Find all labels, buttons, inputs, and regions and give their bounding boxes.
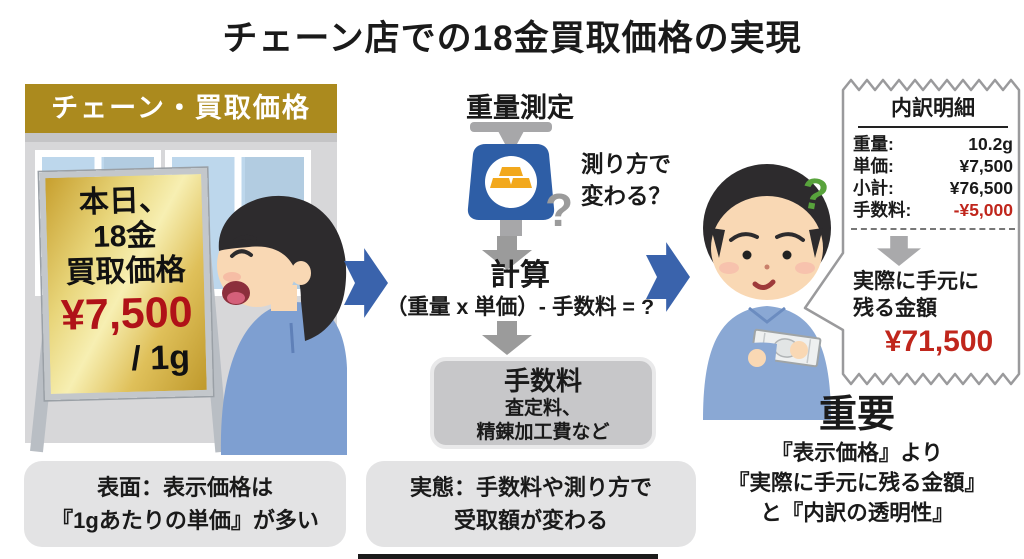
receipt-row-value: 10.2g <box>968 134 1013 154</box>
sign-line1: 本日、 <box>78 183 170 220</box>
calculation-step-title: 計算 <box>490 259 550 292</box>
measure-question-mark: ? <box>545 184 574 236</box>
net-amount-label-line1: 実際に手元に <box>853 270 979 293</box>
net-amount-value: ¥71,500 <box>884 325 994 358</box>
surface-note-line1: 表面：表示価格は <box>96 475 273 500</box>
receipt-title: 内訳明細 <box>858 92 1008 128</box>
receipt-detail: 内訳明細 重量: 10.2g 単価: ¥7,500 小計: ¥76,500 手数… <box>845 80 1021 359</box>
measure-note: 測り方で 変わる？ <box>581 149 671 213</box>
arrow-right-icon <box>646 242 690 312</box>
fee-box-line1: 査定料、 <box>504 398 581 419</box>
measure-note-line2: 変わる？ <box>581 184 672 209</box>
important-line2: 『実際に手元に残る金額』 <box>727 471 986 495</box>
receipt-row-weight: 重量: 10.2g <box>845 133 1021 155</box>
sign-unit: / 1g <box>130 338 191 378</box>
important-line3: と『内訳の透明性』 <box>760 501 954 525</box>
calculation-formula: （重量 x 単価）- 手数料 = ? <box>385 295 655 319</box>
fee-box-title: 手数料 <box>503 366 582 396</box>
reality-note-box: 実態：手数料や測り方で 受取額が変わる <box>366 461 696 547</box>
gold-price-signboard: 本日、 18金 買取価格 ¥7,500 / 1g <box>39 167 213 401</box>
weighing-step-title: 重量測定 <box>466 93 574 123</box>
sign-line2: 18金 <box>92 219 157 254</box>
receipt-row-subtotal: 小計: ¥76,500 <box>845 177 1021 199</box>
bottom-crop-bar <box>358 554 658 559</box>
scale-icon <box>467 122 555 236</box>
customer-worried-illustration <box>703 164 831 420</box>
store-banner: チェーン・買取価格 <box>25 84 337 133</box>
customer-smiling-illustration <box>217 195 347 455</box>
surface-note-line2: 『1gあたりの単価』が多い <box>51 508 319 533</box>
store-eave <box>25 133 337 142</box>
arrow-right-icon <box>344 248 388 318</box>
receipt-row-label: 重量: <box>853 134 894 154</box>
net-amount-label-line2: 残る金額 <box>853 297 937 320</box>
arrow-down-icon <box>482 321 532 355</box>
measure-note-line1: 測り方で <box>581 152 672 177</box>
receipt-row-value: ¥76,500 <box>949 178 1013 198</box>
reality-note-line2: 受取額が変わる <box>453 508 608 533</box>
page-title: チェーン店での18金買取価格の実現 <box>222 19 802 58</box>
receipt-row-label: 小計: <box>853 178 894 198</box>
receipt-row-label: 単価: <box>853 156 894 176</box>
sign-line3: 買取価格 <box>65 253 187 290</box>
important-line1: 『表示価格』より <box>771 441 943 465</box>
arrow-down-icon <box>482 236 532 270</box>
fee-box-line2: 精錬加工費など <box>476 422 610 443</box>
receipt-row-unitprice: 単価: ¥7,500 <box>845 155 1021 177</box>
important-summary: 重要 『表示価格』より 『実際に手元に残る金額』 と『内訳の透明性』 <box>690 392 1024 528</box>
receipt-row-value-negative: -¥5,000 <box>953 200 1013 220</box>
receipt-row-label: 手数料: <box>853 200 912 220</box>
important-title: 重要 <box>818 394 895 436</box>
sign-price: ¥7,500 <box>60 288 194 340</box>
surface-note-box: 表面：表示価格は 『1gあたりの単価』が多い <box>24 461 346 547</box>
reality-note-line1: 実態：手数料や測り方で <box>409 475 652 500</box>
receipt-paper <box>803 78 1021 386</box>
fee-box: 手数料 査定料、 精錬加工費など <box>430 357 656 449</box>
arrow-down-icon <box>877 236 921 266</box>
receipt-row-fee: 手数料: -¥5,000 <box>845 199 1021 221</box>
receipt-divider <box>851 228 1015 230</box>
receipt-row-value: ¥7,500 <box>959 156 1013 176</box>
